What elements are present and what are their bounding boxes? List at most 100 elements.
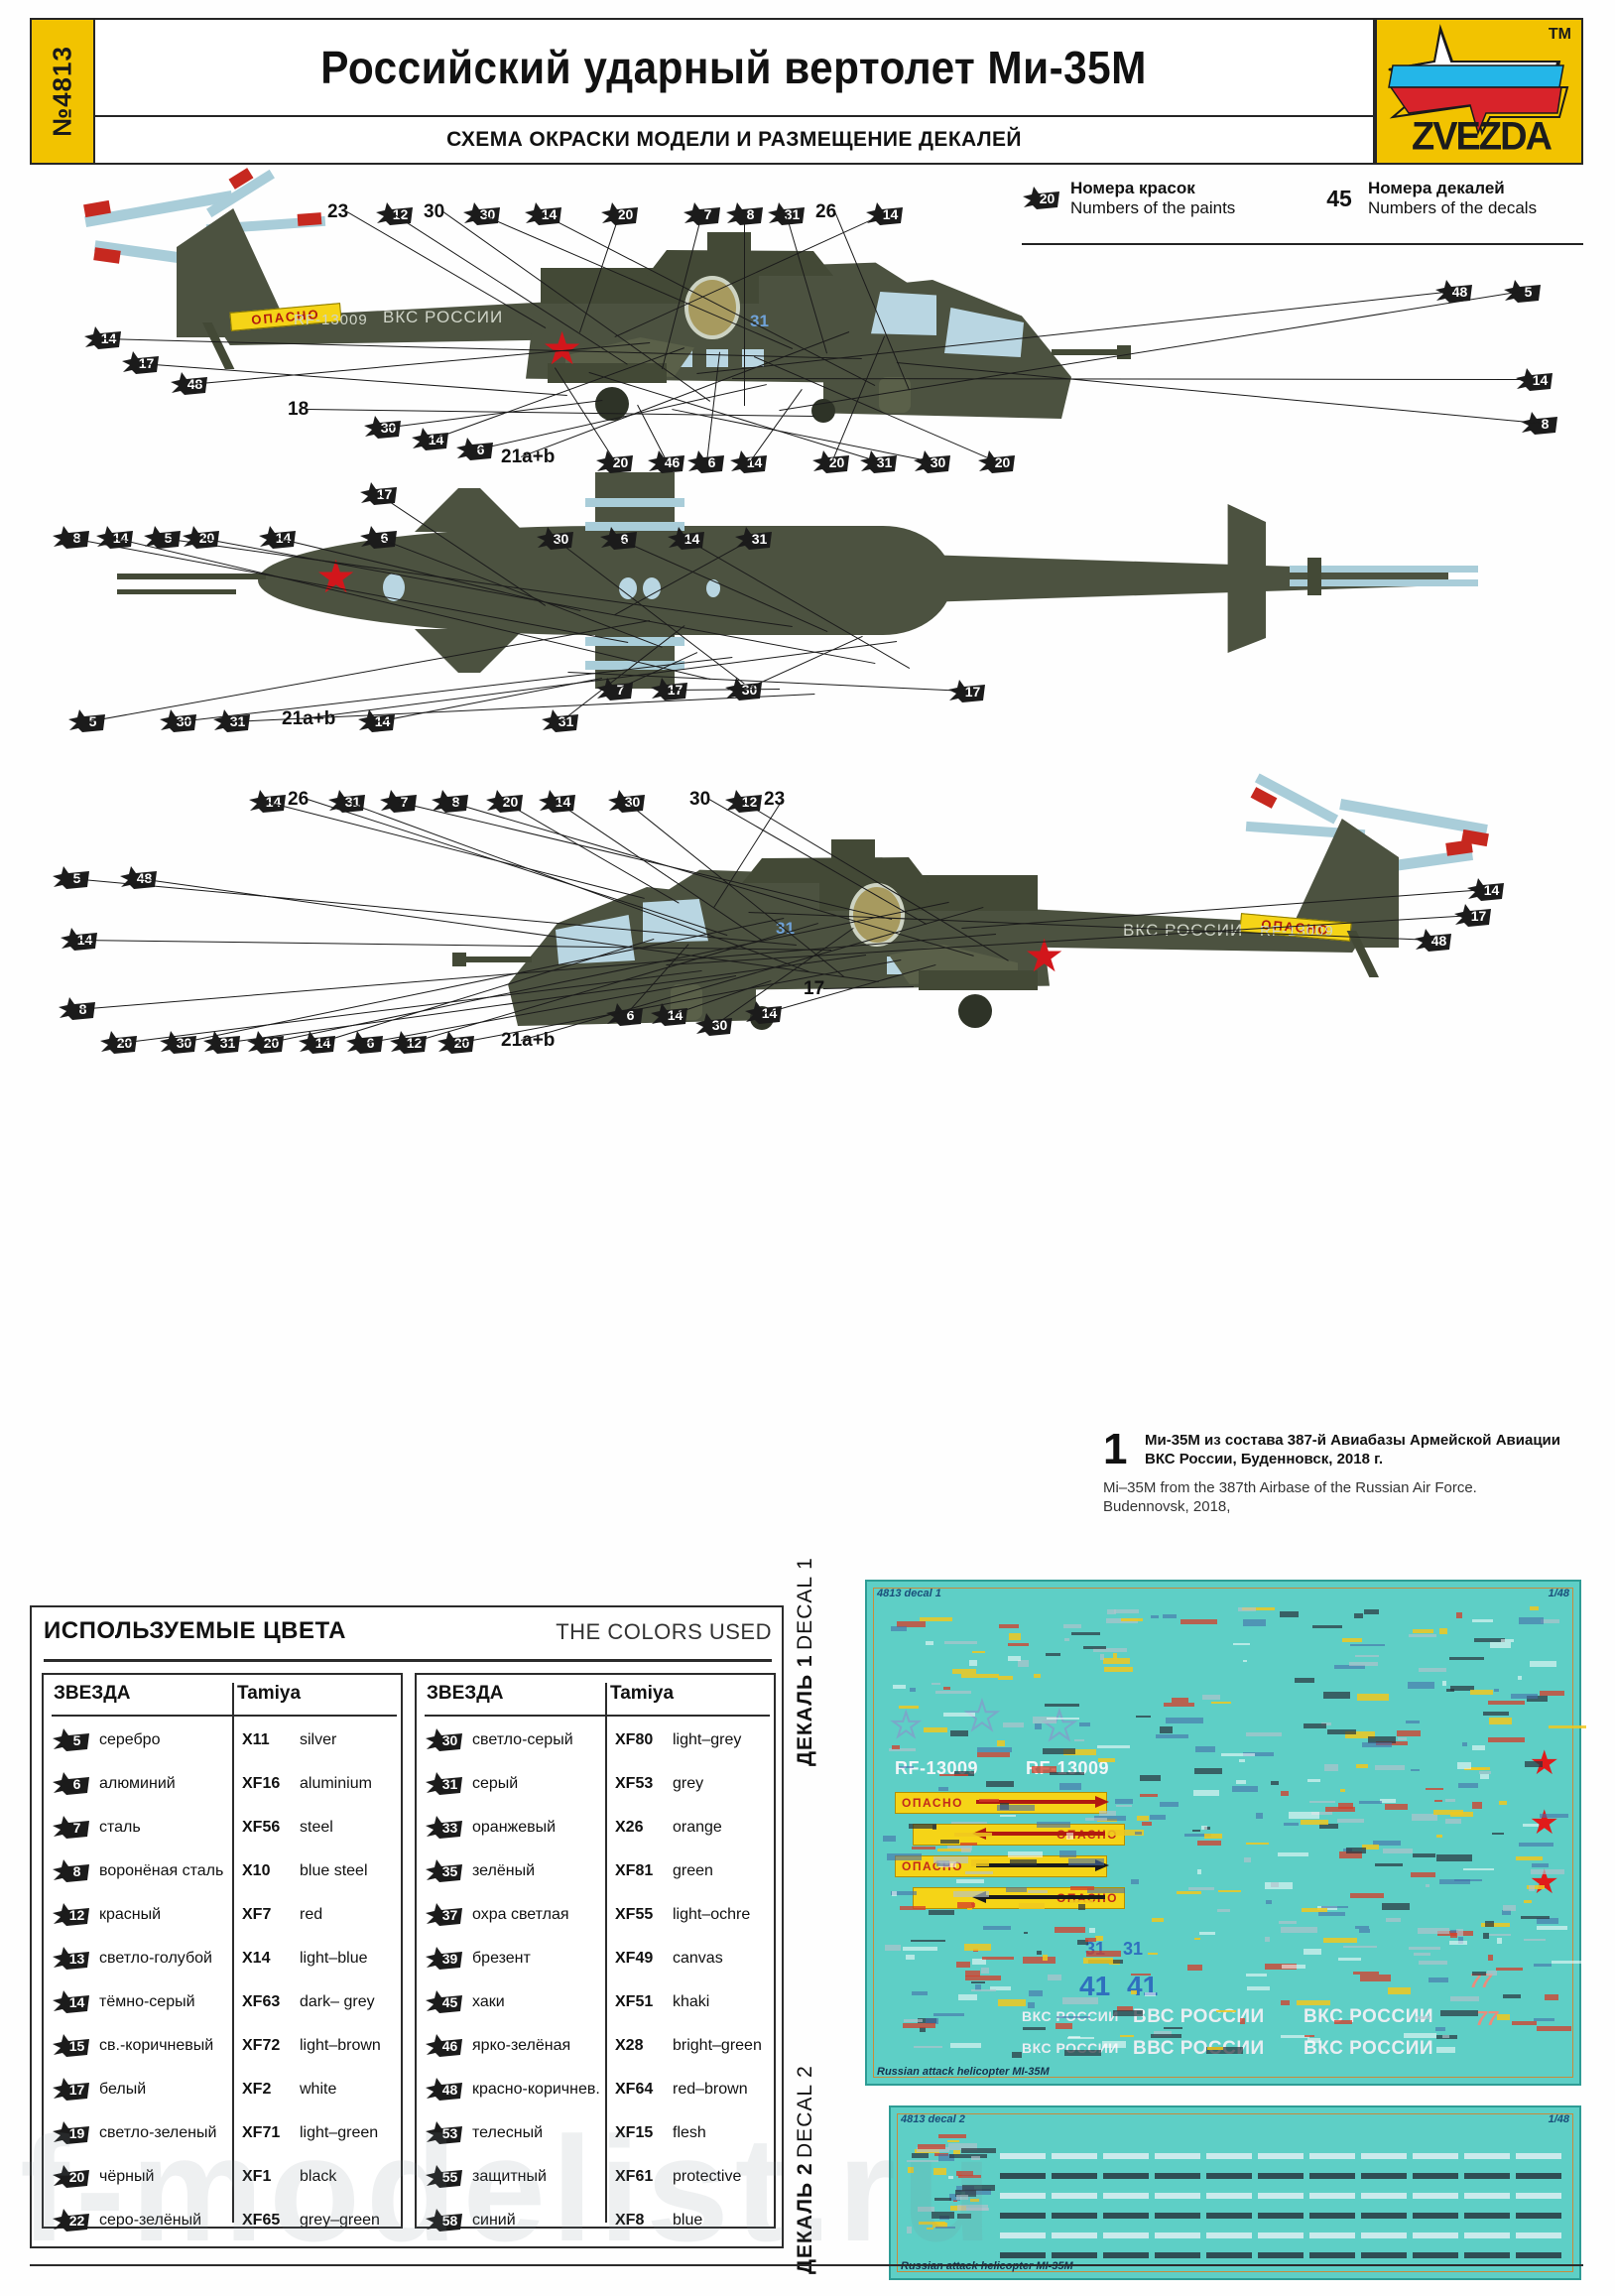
- side-view-left-callout: 30: [424, 201, 444, 223]
- decal-element: [1064, 2050, 1101, 2056]
- callout-star-icon: 5: [52, 1727, 91, 1753]
- callout-number: 48: [441, 2082, 458, 2098]
- decal-element: [965, 2188, 992, 2195]
- callout-number: 14: [314, 1035, 331, 1051]
- callout-number: 55: [441, 2169, 458, 2185]
- decal-stripe: [1103, 2213, 1149, 2219]
- decal-stripe: [1155, 2173, 1200, 2179]
- decal-element: [937, 2154, 954, 2161]
- decal-element: [1536, 2026, 1571, 2031]
- decal-element: [1344, 1731, 1376, 1739]
- legend-divider: [1022, 243, 1583, 245]
- decal-stripe: [1000, 2173, 1046, 2179]
- decal-element: [1312, 1625, 1343, 1629]
- decal-element: [997, 1739, 1006, 1746]
- callout-number: 17: [1470, 908, 1487, 924]
- decal-element: [961, 1674, 1000, 1679]
- decal-element: [1464, 1768, 1485, 1771]
- color-code: XF72: [242, 2037, 281, 2054]
- decal-element: [1537, 1918, 1558, 1925]
- decal-element: [1439, 1627, 1448, 1634]
- decal-element: [975, 1984, 981, 1991]
- decal-element: [1361, 1742, 1392, 1748]
- scheme-caption-en: Mi–35M from the 387th Airbase of the Rus…: [1103, 1478, 1569, 1516]
- color-code: XF7: [242, 1906, 272, 1923]
- decal-element: [1379, 1799, 1397, 1803]
- callout-number: 22: [68, 2213, 85, 2229]
- decal-element: [1114, 1608, 1139, 1613]
- decal-element: [1193, 1768, 1222, 1774]
- callout-star-icon: 8: [52, 1858, 91, 1884]
- decal-element: [1325, 1806, 1355, 1813]
- decal-stripe: [1206, 2153, 1252, 2159]
- decal-element: [1549, 1724, 1586, 1728]
- colors-table-header: ИСПОЛЬЗУЕМЫЕ ЦВЕТА THE COLORS USED: [44, 1617, 772, 1657]
- color-code: X26: [615, 1819, 644, 1836]
- decal-element: [1120, 2034, 1135, 2038]
- color-name-ru: серый: [472, 1775, 519, 1792]
- decal-element: [1539, 1814, 1569, 1818]
- decal-element: [1195, 1746, 1216, 1753]
- decal-element: [1530, 1660, 1556, 1667]
- color-name-ru: светло-зеленый: [99, 2124, 217, 2141]
- decal-element: [1236, 1779, 1246, 1784]
- decal-element: [911, 1990, 929, 1995]
- callout-number-plain: 26: [815, 201, 837, 222]
- decal-element: [961, 2147, 997, 2154]
- color-name-ru: оранжевый: [472, 1819, 557, 1836]
- decal-element: [982, 1926, 1011, 1930]
- decal-element: [1518, 1617, 1545, 1624]
- decal-stripe: [1361, 2193, 1407, 2199]
- decal-element: [1243, 1619, 1267, 1626]
- decal-element: [1139, 1774, 1161, 1781]
- decal-element: [1194, 1937, 1200, 1941]
- decal-stripe: [1155, 2193, 1200, 2199]
- decal-element: [1411, 1814, 1438, 1821]
- callout-leader-line: [431, 347, 685, 442]
- decal-element: [1471, 1618, 1493, 1623]
- callout-number: 30: [441, 1732, 458, 1748]
- color-name-en: red: [300, 1906, 323, 1923]
- callout-number: 46: [441, 2038, 458, 2054]
- decal-stripe: [1413, 2153, 1458, 2159]
- decal-stripe: [1052, 2173, 1097, 2179]
- decal-element: [1151, 1917, 1165, 1922]
- scheme-caption-en-line1: Mi–35M from the 387th Airbase of the Rus…: [1103, 1479, 1477, 1496]
- colors-right-head-brand: ЗВЕЗДА: [427, 1683, 504, 1704]
- decal-stripe: [1258, 2213, 1304, 2219]
- decal-element: [937, 1786, 949, 1792]
- color-name-en: light–brown: [300, 2037, 381, 2054]
- color-name-en: protective: [673, 2168, 742, 2185]
- decal-element: [969, 1659, 978, 1666]
- callout-star-icon: 22: [52, 2208, 91, 2233]
- decal-element: [942, 1713, 975, 1718]
- decal-element: [908, 2166, 914, 2174]
- scheme-caption-en-line2: Budennovsk, 2018,: [1103, 1498, 1231, 1515]
- decal-element: [1043, 1748, 1076, 1754]
- decal-element: [942, 1686, 951, 1691]
- color-name-ru: красный: [99, 1906, 162, 1923]
- decal-stripe: [1052, 2213, 1097, 2219]
- decal-element: [1417, 1927, 1449, 1935]
- callout-number: 30: [930, 454, 946, 470]
- callout-leader-line: [666, 914, 1473, 965]
- callout-number: 7: [72, 1820, 81, 1836]
- decal-element: [1527, 1884, 1545, 1890]
- decal-element: [970, 1859, 989, 1866]
- decal-element: [936, 1848, 970, 1852]
- decal-element: [943, 1641, 977, 1645]
- callout-number: 14: [112, 530, 129, 546]
- decal1-vks-6: ВКС РОССИИ: [1304, 2038, 1434, 2059]
- decal-element: [1360, 1974, 1392, 1981]
- decal-element: [1502, 1909, 1511, 1915]
- callout-number-plain: 30: [424, 201, 445, 222]
- color-name-ru: защитный: [472, 2168, 547, 2185]
- decal-element: [1480, 1773, 1490, 1780]
- decal-element: [1164, 2026, 1182, 2029]
- color-code: XF15: [615, 2124, 654, 2141]
- callout-number: 6: [626, 1007, 635, 1023]
- decal-sheet-1-border: [873, 1588, 1573, 2078]
